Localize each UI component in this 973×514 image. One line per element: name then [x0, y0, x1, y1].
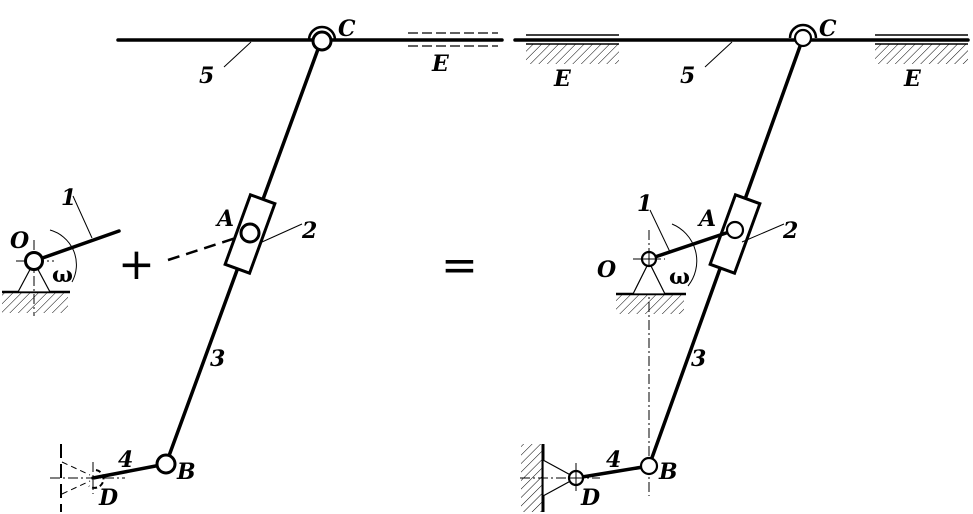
joint-C-arc-right [788, 23, 818, 39]
joint-A-right [725, 220, 745, 240]
label-B: B [176, 459, 196, 485]
label-E-left: E [553, 66, 572, 92]
label-D: D [98, 485, 118, 511]
label-O-right: O [597, 257, 616, 283]
label-E: E [431, 51, 450, 77]
omega-arc-right [671, 223, 698, 287]
dashed-crank-connection [167, 234, 243, 262]
label-C: C [338, 16, 356, 42]
label-D-right: D [580, 485, 600, 511]
label-E-right: E [903, 66, 922, 92]
label-link-2-right: 2 [782, 218, 798, 244]
crank-link-1 [32, 229, 121, 263]
label-link-3: 3 [210, 346, 225, 372]
leader-link-2-right [741, 223, 785, 243]
leader-link-2 [261, 223, 303, 243]
joint-C-arc [307, 25, 337, 41]
label-link-4: 4 [118, 447, 133, 473]
support-D-dashed-arm-top [61, 461, 91, 476]
label-link-2: 2 [301, 218, 317, 244]
complete-mechanism: E E C 5 1 A 2 O ω 3 4 B D [513, 16, 970, 512]
label-B-right: B [658, 459, 678, 485]
leader-link-5-right [704, 41, 733, 68]
joint-D-dashed [88, 469, 105, 489]
label-link-4-right: 4 [606, 447, 621, 473]
linkage-group: C E 5 A 2 3 4 B D [50, 16, 504, 512]
equals-operator: = [441, 240, 478, 291]
pivot-O-joint [24, 251, 44, 271]
joint-C [311, 30, 333, 52]
wall-D-hatch [521, 444, 542, 512]
joint-A [239, 222, 261, 244]
label-link-1: 1 [61, 185, 76, 211]
omega-arc [49, 229, 77, 283]
crank-link-1-right [647, 228, 737, 261]
support-D-dashed-arm-bottom [61, 480, 91, 495]
label-O: O [10, 228, 29, 254]
plus-operator: + [118, 239, 155, 290]
label-link-1-right: 1 [637, 191, 652, 217]
guide-E-left-hatch [526, 44, 619, 64]
leader-link-1 [72, 195, 93, 239]
pivot-support-right [632, 260, 666, 295]
link-4 [91, 462, 168, 480]
label-link-5: 5 [199, 63, 214, 89]
ground-hatch [2, 293, 68, 313]
label-A: A [215, 206, 234, 232]
joint-B-right [639, 456, 659, 476]
label-omega: ω [52, 262, 73, 288]
guide-E-right-hatch [875, 44, 968, 64]
label-omega-right: ω [669, 264, 690, 290]
ground-hatch-right [616, 295, 684, 314]
leader-link-1-right [649, 209, 671, 253]
label-C-right: C [819, 16, 837, 42]
joint-B [155, 453, 177, 475]
leader-link-5 [223, 41, 252, 68]
driver-group: O 1 ω [2, 185, 121, 316]
label-A-right: A [697, 206, 716, 232]
label-link-3-right: 3 [691, 346, 706, 372]
joint-C-right [793, 28, 813, 48]
label-link-5-right: 5 [680, 63, 695, 89]
link-4-right [574, 464, 651, 480]
